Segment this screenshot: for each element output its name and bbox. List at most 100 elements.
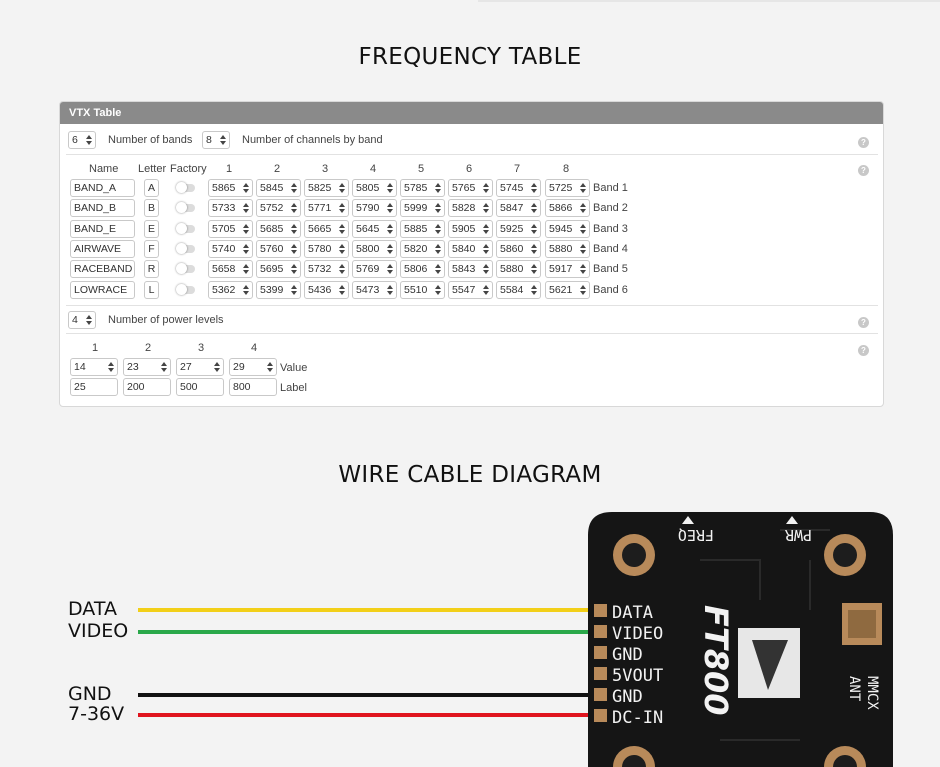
frequency-input[interactable]: 5917 [545,260,590,279]
spinner-arrows-icon[interactable] [435,181,442,195]
frequency-input[interactable]: 5685 [256,219,301,238]
spinner-arrows-icon[interactable] [435,242,442,256]
spinner-arrows-icon[interactable] [387,283,394,297]
spinner-arrows-icon[interactable] [483,181,490,195]
frequency-input[interactable]: 5820 [400,239,445,258]
frequency-input[interactable]: 5733 [208,199,253,218]
spinner-arrows-icon[interactable] [580,181,587,195]
band-name-input[interactable]: RACEBAND [70,260,135,279]
spinner-arrows-icon[interactable] [86,313,93,327]
spinner-arrows-icon[interactable] [291,242,298,256]
frequency-input[interactable]: 5866 [545,199,590,218]
band-letter-input[interactable]: L [144,280,159,299]
band-name-input[interactable]: BAND_E [70,219,135,238]
frequency-input[interactable]: 5436 [304,280,349,299]
spinner-arrows-icon[interactable] [435,283,442,297]
frequency-input[interactable]: 5745 [496,179,541,197]
frequency-input[interactable]: 5880 [545,239,590,258]
band-letter-input[interactable]: B [144,199,159,218]
spinner-arrows-icon[interactable] [387,242,394,256]
spinner-arrows-icon[interactable] [339,242,346,256]
frequency-input[interactable]: 5584 [496,280,541,299]
power-value-input[interactable]: 29 [229,358,277,376]
spinner-arrows-icon[interactable] [243,242,250,256]
spinner-arrows-icon[interactable] [161,360,168,374]
frequency-input[interactable]: 5860 [496,239,541,258]
factory-toggle[interactable] [176,202,195,214]
spinner-arrows-icon[interactable] [483,242,490,256]
help-icon[interactable]: ? [858,165,869,176]
spinner-arrows-icon[interactable] [243,262,250,276]
frequency-input[interactable]: 5805 [352,179,397,197]
spinner-arrows-icon[interactable] [483,222,490,236]
power-value-input[interactable]: 23 [123,358,171,376]
frequency-input[interactable]: 5785 [400,179,445,197]
frequency-input[interactable]: 5790 [352,199,397,218]
frequency-input[interactable]: 5825 [304,179,349,197]
help-icon[interactable]: ? [858,317,869,328]
spinner-arrows-icon[interactable] [339,181,346,195]
frequency-input[interactable]: 5880 [496,260,541,279]
spinner-arrows-icon[interactable] [86,133,93,147]
band-letter-input[interactable]: R [144,260,159,279]
frequency-input[interactable]: 5769 [352,260,397,279]
frequency-input[interactable]: 5473 [352,280,397,299]
band-letter-input[interactable]: E [144,219,159,238]
spinner-arrows-icon[interactable] [387,262,394,276]
spinner-arrows-icon[interactable] [339,201,346,215]
frequency-input[interactable]: 5845 [256,179,301,197]
frequency-input[interactable]: 5362 [208,280,253,299]
spinner-arrows-icon[interactable] [243,283,250,297]
spinner-arrows-icon[interactable] [291,262,298,276]
spinner-arrows-icon[interactable] [531,242,538,256]
frequency-input[interactable]: 5865 [208,179,253,197]
band-letter-input[interactable]: A [144,179,159,197]
spinner-arrows-icon[interactable] [339,222,346,236]
factory-toggle[interactable] [176,263,195,275]
frequency-input[interactable]: 5547 [448,280,493,299]
spinner-arrows-icon[interactable] [531,283,538,297]
spinner-arrows-icon[interactable] [291,201,298,215]
spinner-arrows-icon[interactable] [243,222,250,236]
help-icon[interactable]: ? [858,137,869,148]
band-name-input[interactable]: LOWRACE [70,280,135,299]
frequency-input[interactable]: 5925 [496,219,541,238]
spinner-arrows-icon[interactable] [291,181,298,195]
spinner-arrows-icon[interactable] [435,222,442,236]
spinner-arrows-icon[interactable] [483,262,490,276]
frequency-input[interactable]: 5765 [448,179,493,197]
spinner-arrows-icon[interactable] [531,222,538,236]
frequency-input[interactable]: 5725 [545,179,590,197]
frequency-input[interactable]: 5732 [304,260,349,279]
frequency-input[interactable]: 5760 [256,239,301,258]
spinner-arrows-icon[interactable] [531,181,538,195]
spinner-arrows-icon[interactable] [387,201,394,215]
power-label-input[interactable]: 500 [176,378,224,396]
spinner-arrows-icon[interactable] [220,133,227,147]
spinner-arrows-icon[interactable] [580,201,587,215]
spinner-arrows-icon[interactable] [531,262,538,276]
spinner-arrows-icon[interactable] [243,181,250,195]
spinner-arrows-icon[interactable] [580,262,587,276]
frequency-input[interactable]: 5510 [400,280,445,299]
frequency-input[interactable]: 5621 [545,280,590,299]
frequency-input[interactable]: 5695 [256,260,301,279]
spinner-arrows-icon[interactable] [387,181,394,195]
spinner-arrows-icon[interactable] [339,283,346,297]
help-icon[interactable]: ? [858,345,869,356]
spinner-arrows-icon[interactable] [339,262,346,276]
bands-count-input[interactable]: 6 [68,131,96,149]
frequency-input[interactable]: 5665 [304,219,349,238]
frequency-input[interactable]: 5840 [448,239,493,258]
frequency-input[interactable]: 5828 [448,199,493,218]
spinner-arrows-icon[interactable] [243,201,250,215]
power-label-input[interactable]: 800 [229,378,277,396]
frequency-input[interactable]: 5806 [400,260,445,279]
frequency-input[interactable]: 5843 [448,260,493,279]
frequency-input[interactable]: 5399 [256,280,301,299]
spinner-arrows-icon[interactable] [435,262,442,276]
factory-toggle[interactable] [176,283,195,295]
frequency-input[interactable]: 5740 [208,239,253,258]
spinner-arrows-icon[interactable] [483,283,490,297]
band-name-input[interactable]: AIRWAVE [70,239,135,258]
